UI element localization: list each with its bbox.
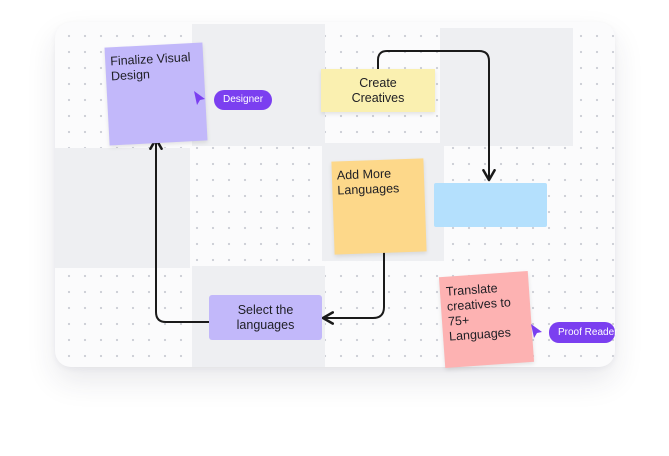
designer-cursor-icon <box>194 91 205 105</box>
sticky-translate-creatives[interactable]: Translate creatives to 75+ Languages <box>438 271 535 368</box>
canvas-tile <box>55 148 190 268</box>
canvas-tile <box>440 28 573 146</box>
sticky-add-more-languages[interactable]: Add More Languages <box>331 158 427 255</box>
proof-reader-cursor-icon <box>531 324 542 338</box>
sticky-text: Add More Languages <box>336 166 400 198</box>
canvas-tile <box>192 24 325 146</box>
designer-tag: Designer <box>214 90 273 110</box>
proof-reader-tag: Proof Reader <box>549 322 617 343</box>
sticky-text: Select the languages <box>236 302 295 332</box>
sticky-create-creatives[interactable]: Create Creatives <box>321 69 435 112</box>
sticky-blue-empty[interactable] <box>434 183 547 227</box>
sticky-text: Create Creatives <box>351 75 405 105</box>
sticky-text: Translate creatives to 75+ Languages <box>445 281 512 344</box>
sticky-select-languages[interactable]: Select the languages <box>209 295 322 340</box>
sticky-text: Finalize Visual Design <box>109 50 191 84</box>
